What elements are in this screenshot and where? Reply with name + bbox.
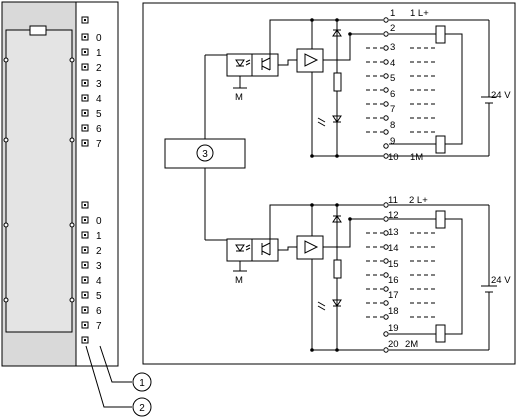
led-group-2 (81, 201, 89, 344)
terminal-number: 10 (388, 152, 399, 163)
channel-label: 3 (96, 79, 102, 90)
channel-label: 5 (96, 291, 102, 302)
channel-label: 3 (96, 261, 102, 272)
mount-hole (3, 57, 9, 63)
svg-text:2: 2 (139, 403, 145, 414)
module-front-view: 0 1 2 3 4 5 6 7 0 1 2 3 4 5 6 7 (1, 1, 119, 367)
terminal-number: 16 (388, 275, 399, 286)
supply-voltage: 24 V (491, 90, 511, 101)
channel-label: 6 (96, 306, 102, 317)
svg-text:1: 1 (139, 378, 145, 389)
callout-1: 1 (132, 372, 152, 392)
terminal-number: 6 (390, 89, 395, 100)
ground-label: M (235, 92, 243, 103)
supply-plus-label: 1 L+ (410, 8, 429, 19)
mount-hole (69, 57, 75, 63)
channel-label: 6 (96, 124, 102, 135)
load-relay (435, 324, 446, 343)
terminal-number: 15 (388, 259, 399, 270)
channel-label: 1 (96, 231, 102, 242)
output-driver (296, 48, 324, 73)
led-group-1 (81, 16, 89, 147)
channel-label: 2 (96, 246, 102, 257)
supply-plus-label: 2 L+ (409, 195, 428, 206)
wiring-frame (142, 2, 516, 365)
circuit-group-2: M 11 (205, 195, 511, 353)
terminal-number: 19 (388, 323, 399, 334)
mount-hole (3, 297, 9, 303)
module-label-area (5, 29, 73, 333)
terminal-number: 18 (388, 306, 399, 317)
terminal-number: 13 (388, 227, 399, 238)
terminal-number: 4 (390, 58, 395, 69)
terminal-number: 8 (390, 120, 395, 131)
terminal-number: 9 (390, 136, 395, 147)
terminal-block-2 (383, 202, 389, 353)
mount-hole (69, 222, 75, 228)
supply-voltage: 24 V (491, 275, 511, 286)
channel-label: 4 (96, 94, 102, 105)
svg-text:3: 3 (202, 149, 208, 160)
circuit-group-1: M (205, 8, 511, 163)
load-relay (435, 210, 446, 229)
channel-label: 1 (96, 48, 102, 59)
callout-leaders (85, 345, 132, 408)
mount-hole (3, 137, 9, 143)
channel-label: 4 (96, 276, 102, 287)
output-driver (296, 235, 324, 260)
terminal-number: 20 (388, 339, 399, 350)
terminal-number: 5 (390, 73, 395, 84)
supply-minus-label: 2M (405, 339, 418, 350)
status-led-strip (75, 1, 119, 367)
terminal-number: 1 (390, 8, 395, 19)
terminal-block-1 (383, 17, 389, 159)
terminal-number: 17 (388, 290, 399, 301)
terminal-number: 14 (388, 243, 399, 254)
load-relay (435, 25, 446, 44)
channel-label: 5 (96, 109, 102, 120)
terminal-number: 7 (390, 104, 395, 115)
supply-minus-label: 1M (410, 152, 423, 163)
module-clip (29, 25, 47, 36)
channel-label: 7 (96, 139, 102, 150)
channel-label: 7 (96, 321, 102, 332)
terminal-number: 11 (388, 195, 398, 206)
mount-hole (69, 297, 75, 303)
terminal-number: 12 (388, 210, 399, 221)
channel-label: 0 (96, 33, 102, 44)
load-relay (435, 135, 446, 154)
ground-label: M (235, 275, 243, 286)
terminal-number: 3 (390, 42, 395, 53)
channel-label: 0 (96, 216, 102, 227)
callout-2: 2 (132, 397, 152, 417)
callout-3: 3 (196, 144, 214, 162)
mount-hole (69, 137, 75, 143)
terminal-number: 2 (390, 23, 395, 34)
mount-hole (3, 222, 9, 228)
channel-label: 2 (96, 63, 102, 74)
